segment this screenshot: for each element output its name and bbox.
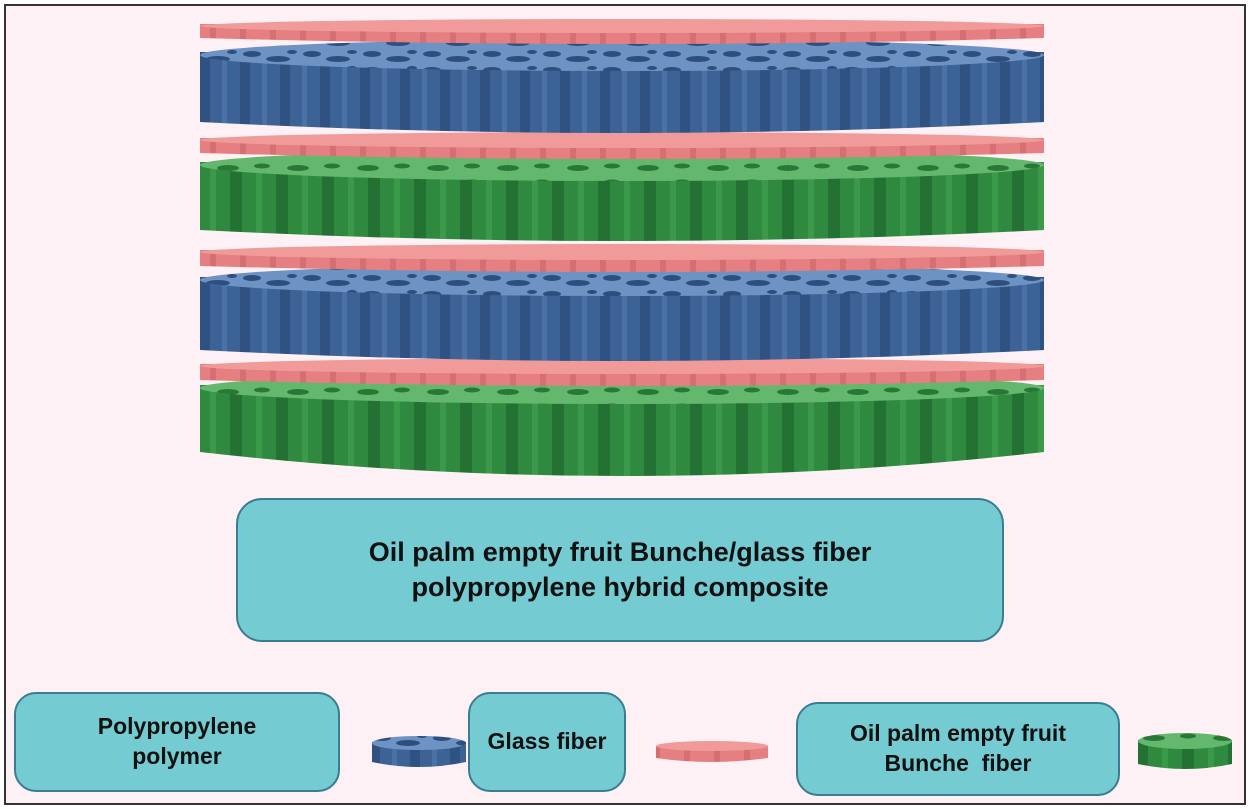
layer-oil-palm-1 [200,149,1044,241]
legend-glass-fiber-line1: Glass fiber [487,728,607,755]
oil-palm-disc-icon [1138,733,1232,769]
legend-polypropylene-line2: polymer [132,743,222,769]
layer-polypropylene-2 [200,264,1044,361]
legend-oil-palm-line1: Oil palm empty fruit [850,720,1066,747]
layer-glass-fiber-3 [200,244,1044,272]
legend-oil-palm-box: Oil palm empty fruit Bunche fiber [796,702,1120,796]
layer-glass-fiber-4 [200,358,1044,386]
composite-title-line1: Oil palm empty fruit Bunche/glass fiber [368,536,872,567]
legend-oil-palm-line2: Bunche fiber [884,750,1032,776]
layer-glass-fiber-1 [200,19,1044,44]
legend-polypropylene-line1: Polypropylene [97,713,257,740]
composite-title-line2: polypropylene hybrid composite [411,572,829,602]
layer-oil-palm-2 [200,372,1044,476]
composite-title-box: Oil palm empty fruit Bunche/glass fiber … [236,498,1004,642]
legend-polypropylene-box: Polypropylene polymer [14,692,340,792]
polypropylene-disc-icon [372,736,466,767]
legend-glass-fiber-box: Glass fiber [468,692,626,792]
layer-polypropylene-1 [200,39,1044,133]
layer-glass-fiber-2 [200,132,1044,159]
glass-fiber-disc-icon [656,741,768,762]
